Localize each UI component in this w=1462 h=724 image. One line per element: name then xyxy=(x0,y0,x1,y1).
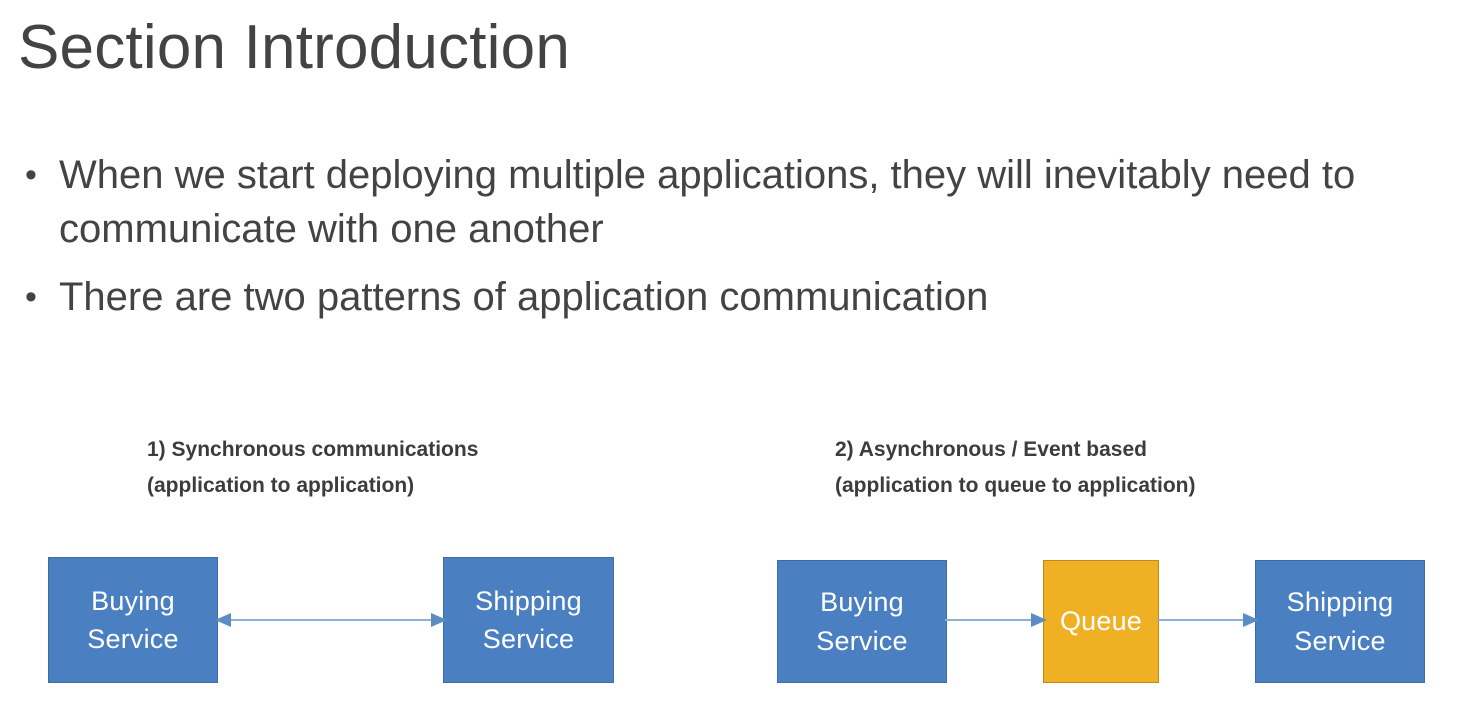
bullet-marker-icon: • xyxy=(25,156,37,194)
bullet-text: There are two patterns of application co… xyxy=(59,275,989,319)
panel-heading-synchronous: 1) Synchronous communications (applicati… xyxy=(147,432,478,504)
bullet-list: • When we start deploying multiple appli… xyxy=(20,148,1440,338)
panel-heading-line2: (application to application) xyxy=(147,474,415,498)
connector-arrow-buying-to-queue xyxy=(945,613,1047,627)
node-label-line1: Shipping xyxy=(1286,587,1394,618)
bullet-text: When we start deploying multiple applica… xyxy=(59,153,1356,251)
diagram-node-buying-service-async: Buying Service xyxy=(777,560,947,683)
node-label-line2: Service xyxy=(816,625,908,656)
list-item: • There are two patterns of application … xyxy=(20,270,1440,324)
node-label-line1: Buying xyxy=(91,585,175,616)
diagram-node-shipping-service: Shipping Service xyxy=(443,557,614,683)
node-label-line1: Shipping xyxy=(475,585,582,616)
diagram-node-shipping-service-async: Shipping Service xyxy=(1255,560,1425,683)
bullet-marker-icon: • xyxy=(25,278,37,316)
connector-bidirectional-arrow xyxy=(215,613,447,627)
node-label-line2: Service xyxy=(482,624,575,654)
node-label-line1: Buying xyxy=(820,587,904,618)
panel-heading-line1: 1) Synchronous communications xyxy=(147,438,479,461)
diagram-node-buying-service: Buying Service xyxy=(48,557,218,683)
connector-arrow-queue-to-shipping xyxy=(1157,613,1259,627)
panel-heading-line1: 2) Asynchronous / Event based xyxy=(835,438,1147,461)
node-label-line1: Queue xyxy=(1059,606,1143,637)
list-item: • When we start deploying multiple appli… xyxy=(20,148,1440,256)
diagram-node-queue: Queue xyxy=(1043,560,1159,683)
panel-heading-asynchronous: 2) Asynchronous / Event based (applicati… xyxy=(835,432,1196,504)
node-label-line2: Service xyxy=(1294,625,1386,656)
panel-heading-line2: (application to queue to application) xyxy=(835,474,1196,498)
node-label-line2: Service xyxy=(87,624,179,654)
page-title: Section Introduction xyxy=(18,13,571,82)
